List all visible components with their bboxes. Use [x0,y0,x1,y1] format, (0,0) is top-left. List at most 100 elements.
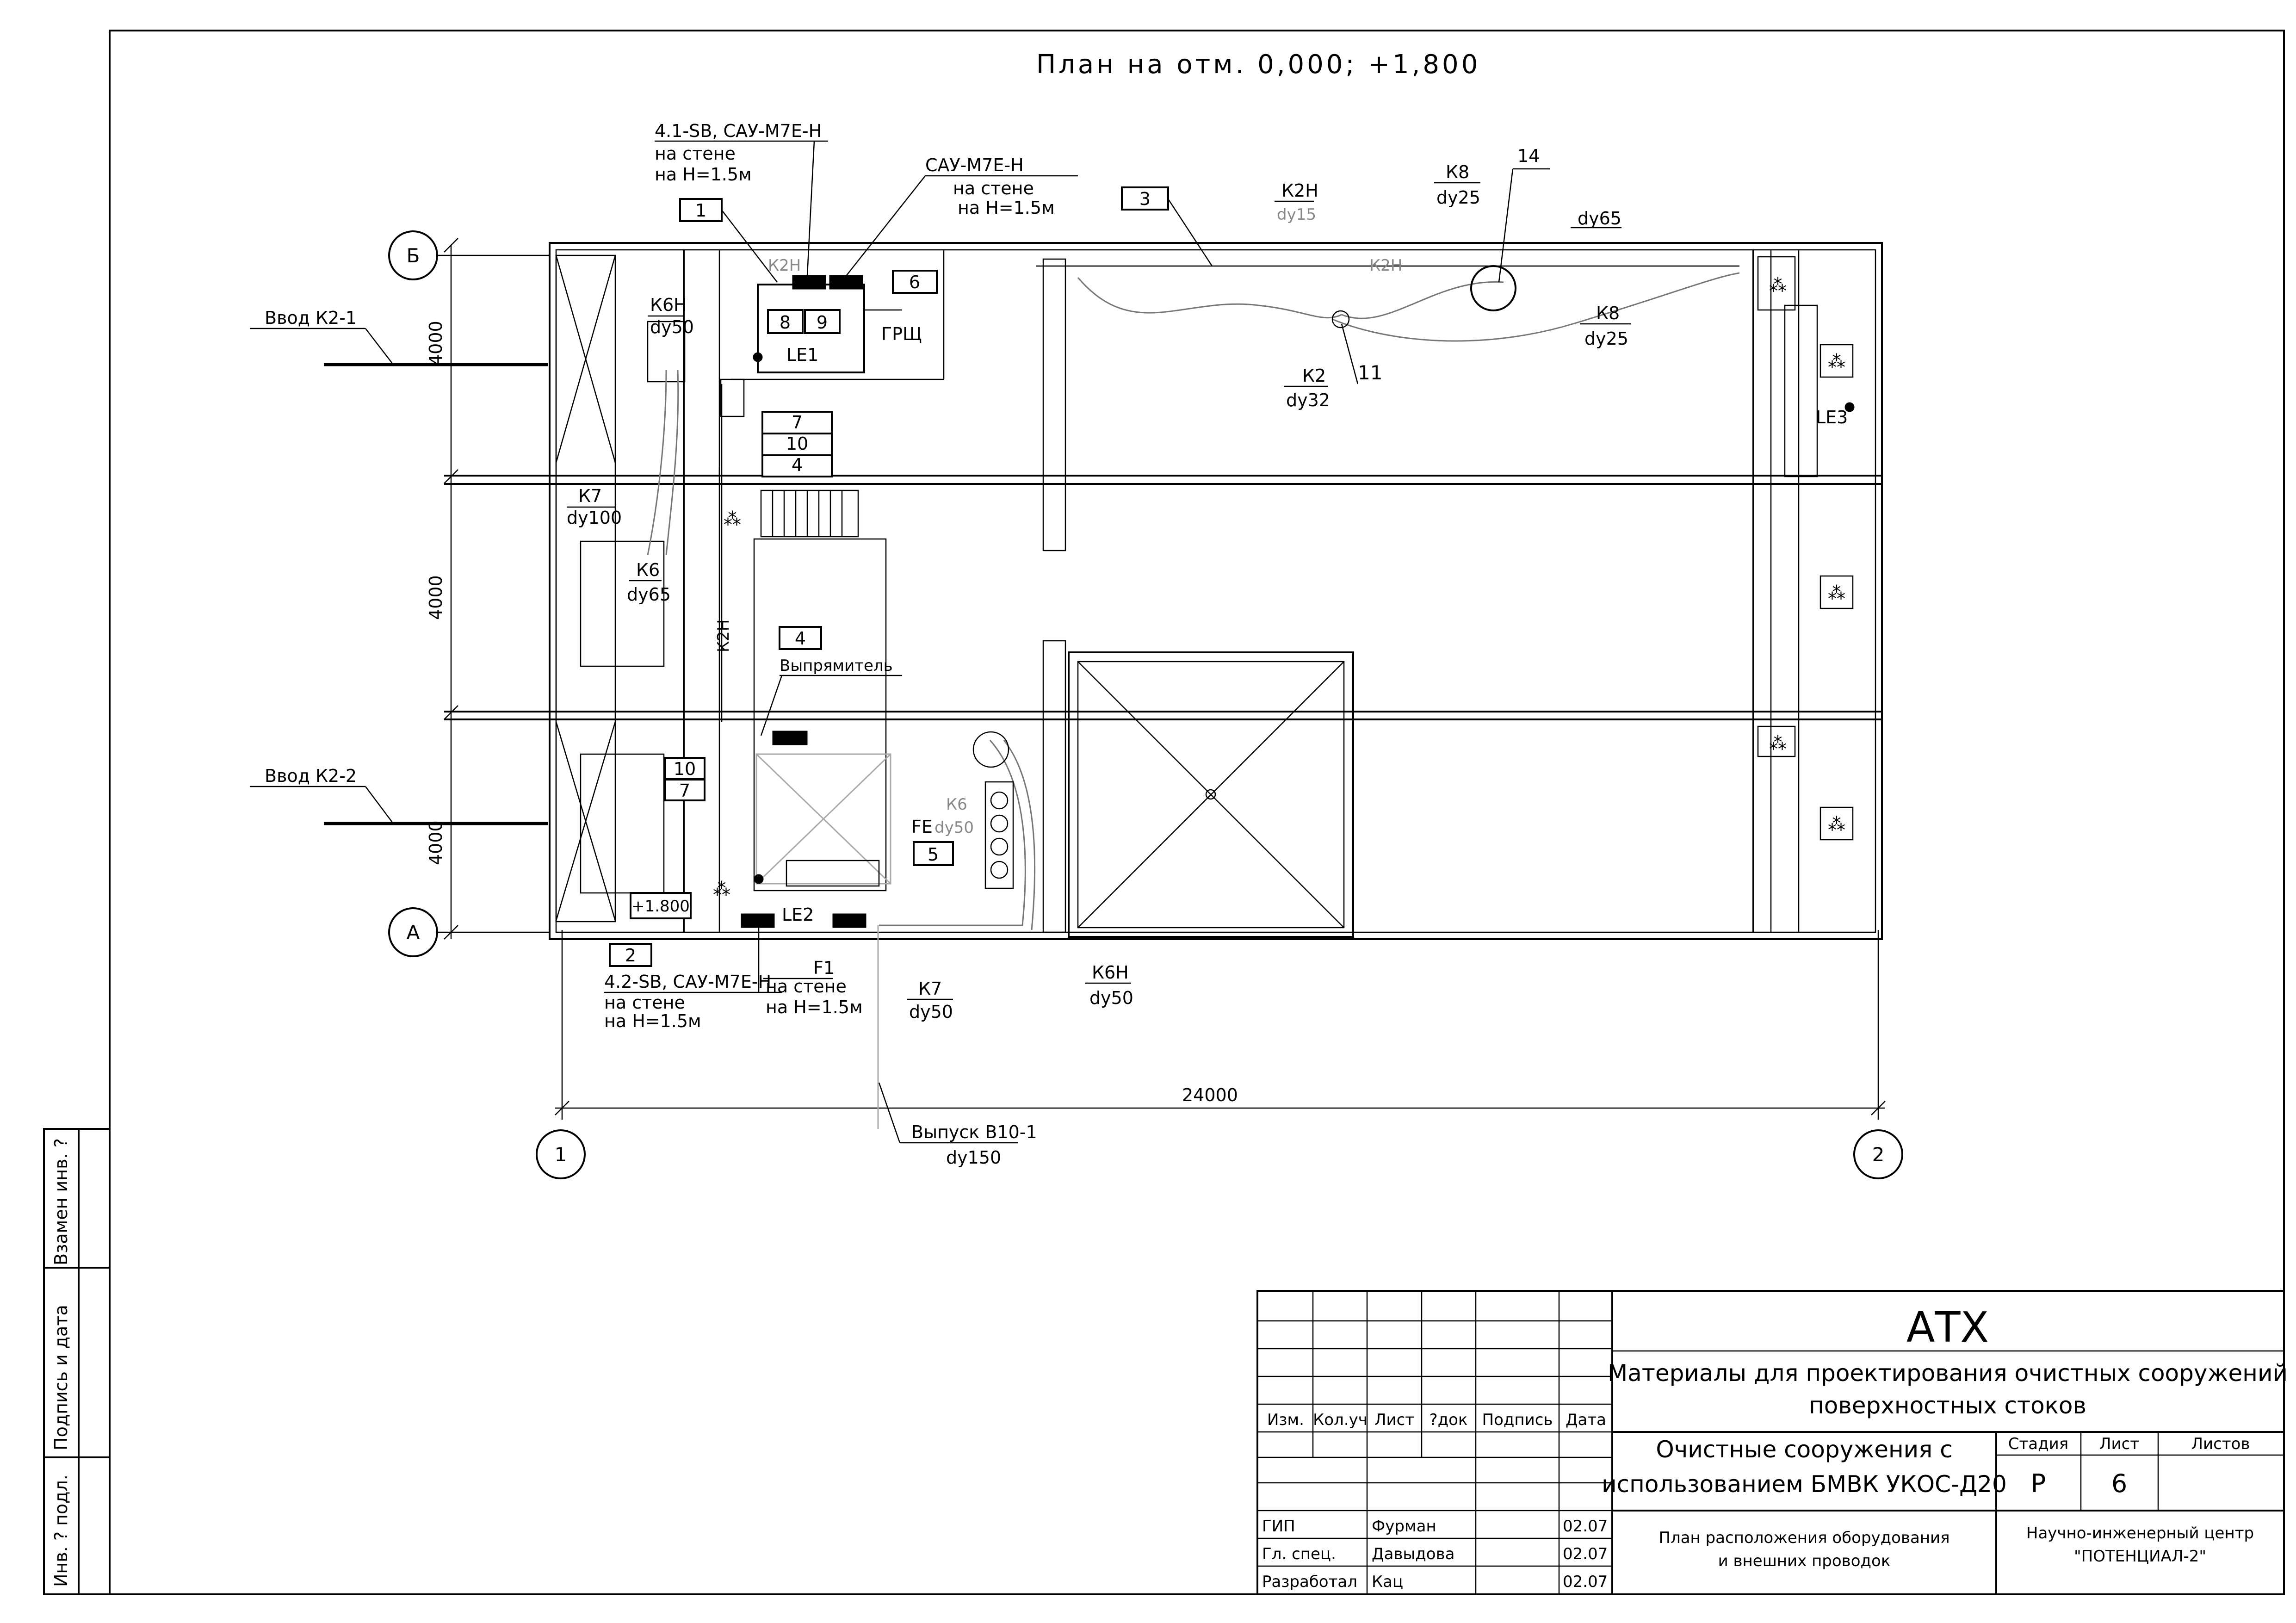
pl-k6h-1: К6Н [650,295,687,315]
hdr-data: Дата [1566,1411,1606,1429]
pipe-labels: К6Н dy50 К7 dy100 К6 dy65 К2Н К2Н К2Н dy… [567,162,1631,1022]
pl-dy50-gray: dy50 [934,818,974,837]
pl-k2: К2 [1302,365,1326,386]
svg-text:⁂: ⁂ [1828,814,1845,835]
f1-line1: F1 [813,958,835,978]
equipment [741,275,1855,928]
sb1-line1: 4.1-SB, CAУ-M7E-H [655,121,822,141]
pos-1: 1 [695,200,706,221]
staff-name-2: Кац [1372,1573,1403,1591]
pl-k6-gray: К6 [946,795,967,814]
pos-8: 8 [780,312,791,333]
dim-bay-3: 4000 [426,820,446,865]
pos-2: 2 [625,945,636,966]
tb-org-2: "ПОТЕНЦИАЛ-2" [2074,1547,2206,1566]
le2-label: LE2 [782,904,814,925]
sheet-frame [109,30,2285,1595]
fe-label: FE [911,817,933,837]
tb-project-1: Материалы для проектирования очистных со… [1608,1360,2288,1387]
staff-name-0: Фурман [1372,1517,1436,1536]
drawing-title: План на отм. 0,000; +1,800 [1036,50,1480,80]
input-k2-2: Ввод К2-2 [265,766,357,786]
side-stamp: Инв. ? подл. Подпись и дата Взамен инв. … [43,1128,111,1595]
tb-object-2: использованием БМВК УКОС-Д20 [1602,1471,2007,1498]
pl-dy65-1: dy65 [627,584,671,605]
panel-sb2 [741,913,775,928]
dimension-lines: 4000 4000 4000 24000 [426,238,1886,1115]
staff-date-1: 02.07 [1563,1545,1608,1563]
sb1-line3: на H=1.5м [655,164,752,185]
outlet-name: Выпуск В10-1 [911,1122,1037,1142]
staff-role-0: ГИП [1262,1517,1295,1536]
hdr-list: Лист [1374,1411,1414,1429]
pos-3: 3 [1139,189,1151,209]
f1-line3: на H=1.5м [766,997,863,1017]
title-block: Изм. Кол.уч Лист ?док Подпись Дата ГИП Ф… [1256,1290,2288,1595]
axis-b-label: Б [407,244,420,267]
pl-dy100: dy100 [567,508,622,528]
le1-label: LE1 [786,345,818,365]
tb-object-1: Очистные сооружения с [1656,1436,1952,1463]
dim-bay-2: 4000 [426,575,446,620]
tb-code: АТХ [1906,1303,1989,1352]
pl-dy15: dy15 [1277,205,1316,224]
staff-date-0: 02.07 [1563,1517,1608,1536]
staff-name-1: Давыдова [1372,1545,1454,1563]
grsch-label: ГРЩ [881,324,922,344]
pos-14: 14 [1517,146,1540,166]
pl-k6h-2: К6Н [1092,962,1129,983]
pl-k2h-gray: К2Н [768,256,801,275]
annotations: 4.1-SB, CAУ-M7E-H на стене на H=1.5м CAУ… [604,121,1848,1168]
pl-k7-1: К7 [578,486,602,506]
pos-5: 5 [928,844,939,865]
pl-k2h-gray2: К2Н [1369,256,1402,275]
pl-k8-2: К8 [1596,303,1620,323]
pl-dy25-1: dy25 [1436,187,1480,208]
tb-sheet: 6 [2111,1469,2127,1498]
axis-a-label: А [407,921,420,944]
sb1-line2: на стене [655,143,736,164]
svg-text:⁂: ⁂ [1769,275,1787,296]
cay-line1: CAУ-M7E-H [925,155,1024,175]
tb-project-2: поверхностных стоков [1809,1392,2086,1419]
panel-f1 [832,913,866,928]
pl-dy50-3: dy50 [909,1002,953,1022]
pipe-routes [647,265,1740,1129]
sb2-line2: на стене [604,992,685,1013]
svg-text:⁂: ⁂ [713,879,730,899]
le3-label: LE3 [1816,407,1848,427]
pos-4: 4 [795,628,806,649]
position-marks: 1 3 6 8 9 7 10 4 4 10 7 5 2 11 14 +1.800 [609,146,1550,967]
svg-text:⁂: ⁂ [1769,733,1787,754]
pos-7b: 7 [679,781,690,801]
pl-dy25-2: dy25 [1584,328,1628,349]
tb-org-1: Научно-инженерный центр [2026,1524,2254,1542]
fan-symbols: ⁂ ⁂ ⁂ ⁂ ⁂ ⁂ ⁂ [713,275,1854,899]
input-lines: Ввод К2-1 Ввод К2-2 [250,308,548,825]
pl-dy65-2: dy65 [1578,208,1621,229]
pl-k7-2: К7 [918,979,942,999]
pl-k2h-vert: К2Н [714,619,733,652]
panel-rectifier [772,731,808,745]
pos-11: 11 [1358,361,1382,384]
svg-text:⁂: ⁂ [1828,352,1845,372]
dim-bay-1: 4000 [426,321,446,365]
panel-cay [829,275,863,290]
pos-10: 10 [786,434,808,454]
rectifier-label: Выпрямитель [780,657,893,675]
cay-line3: на H=1.5м [958,198,1055,218]
input-k2-1: Ввод К2-1 [265,308,357,328]
sb2-line1: 4.2-SB, CAУ-M7E-H [604,972,771,992]
stamp-vzam: Взамен инв. ? [51,1138,71,1265]
pos-7: 7 [792,412,803,433]
pl-dy50-2: dy50 [1089,988,1133,1008]
stamp-podp-data: Подпись и дата [51,1305,71,1450]
pl-k2h-2: К2Н [1281,180,1318,201]
pos-9: 9 [817,312,828,333]
dim-total: 24000 [1182,1085,1238,1105]
tb-sheets-hdr: Листов [2191,1435,2250,1453]
axis-1-label: 1 [555,1143,567,1166]
sb2-line3: на H=1.5м [604,1011,701,1031]
pos-4a: 4 [792,455,803,475]
